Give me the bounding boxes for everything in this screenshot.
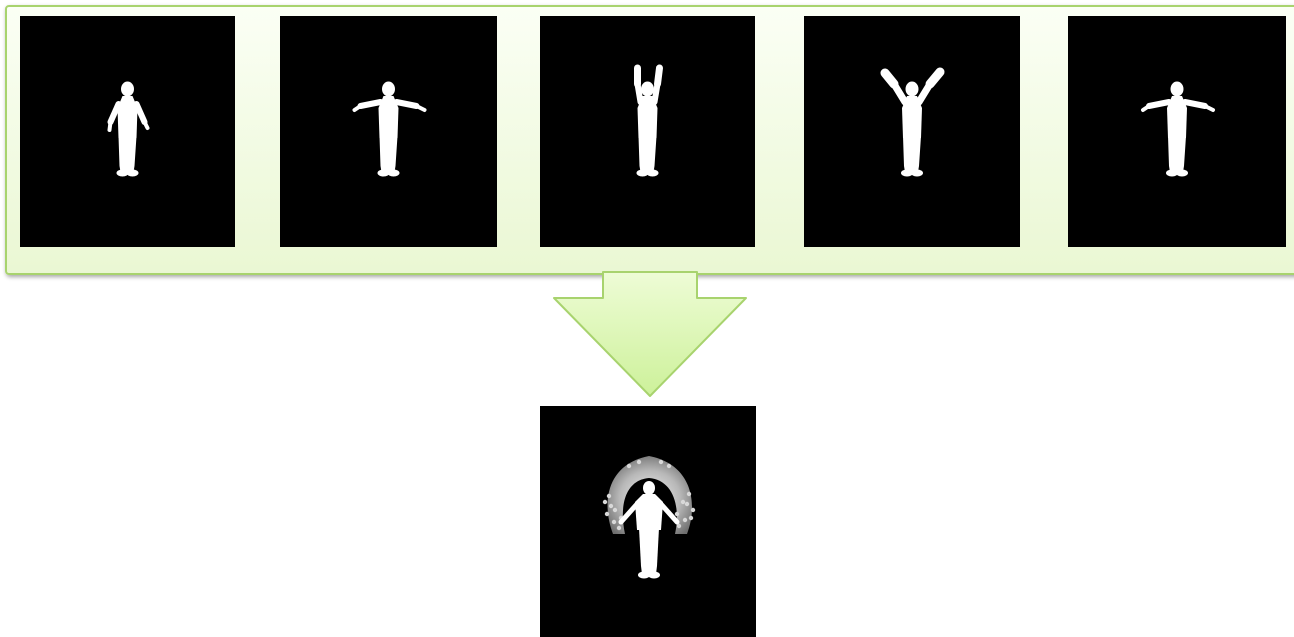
output-energy-frame <box>540 406 756 637</box>
input-frames <box>20 16 1286 247</box>
silhouette-frame <box>20 16 235 247</box>
silhouette-frame <box>804 16 1020 247</box>
silhouette-frame <box>1068 16 1286 247</box>
silhouette-frame <box>280 16 497 247</box>
silhouette-frame <box>540 16 755 247</box>
down-arrow-icon <box>554 272 746 396</box>
